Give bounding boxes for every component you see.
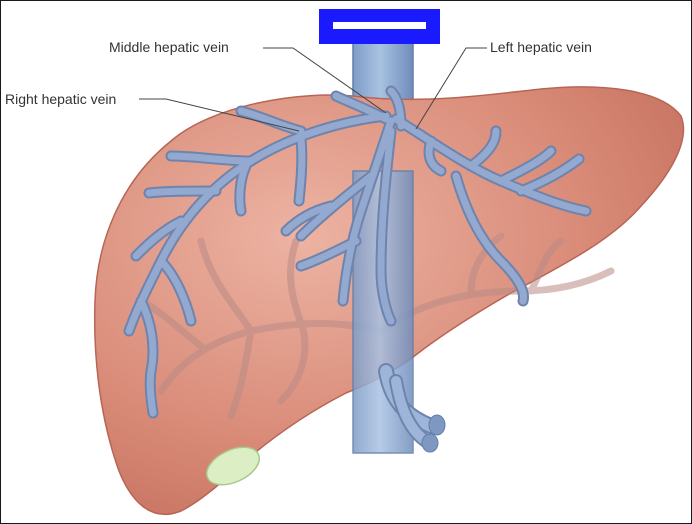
portal-vein-opening-1 xyxy=(428,414,446,436)
redaction-bar xyxy=(333,22,426,29)
label-right-hepatic-vein: Right hepatic vein xyxy=(5,91,117,107)
leader-middle-hepatic-vein xyxy=(263,47,387,114)
portal-vein xyxy=(378,363,439,448)
leader-right-hepatic-vein xyxy=(139,98,300,132)
gallbladder xyxy=(205,446,261,486)
leader-left-hepatic-vein xyxy=(415,47,487,130)
hepatic-veins xyxy=(123,85,592,419)
label-middle-hepatic-vein: Middle hepatic vein xyxy=(109,39,229,55)
leader-lines xyxy=(139,47,487,132)
portal-vein-opening-2 xyxy=(421,433,439,453)
label-left-hepatic-vein: Left hepatic vein xyxy=(490,39,592,55)
redaction-box xyxy=(319,9,440,44)
